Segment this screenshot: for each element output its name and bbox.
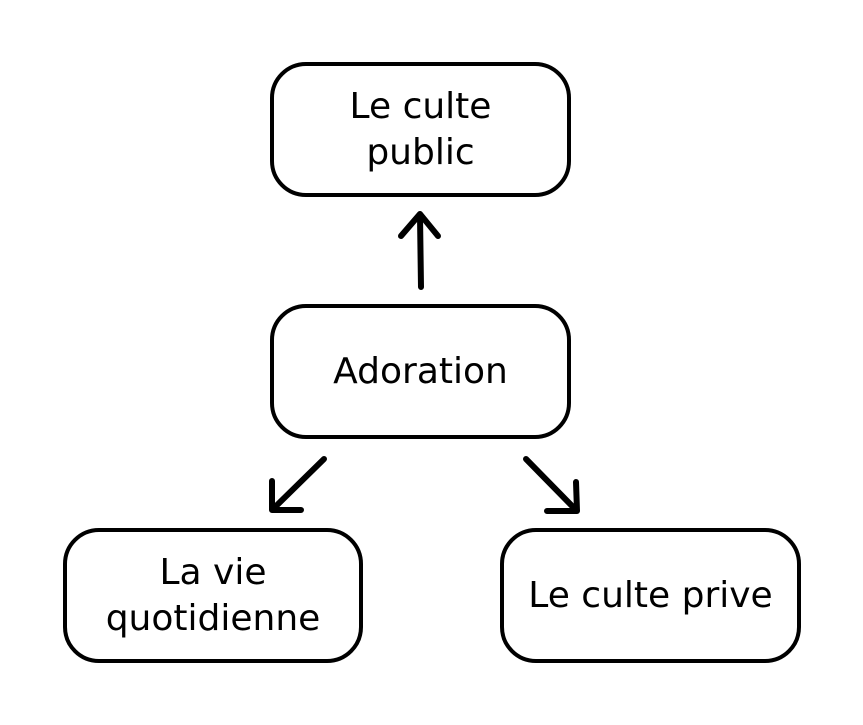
node-adoration: Adoration xyxy=(270,304,571,439)
node-le-culte-prive: Le culte prive xyxy=(500,528,801,663)
arrow-to-bottom-right xyxy=(523,456,580,514)
node-label: La vie quotidienne xyxy=(105,551,321,639)
arrow-to-top xyxy=(398,211,441,290)
node-label: Adoration xyxy=(333,350,508,392)
node-label: Le culte prive xyxy=(528,574,773,616)
node-le-culte-public: Le culte public xyxy=(270,62,571,197)
arrow-to-bottom-left xyxy=(269,456,327,513)
node-label: Le culte public xyxy=(349,85,492,173)
node-la-vie-quotidienne: La vie quotidienne xyxy=(63,528,363,663)
